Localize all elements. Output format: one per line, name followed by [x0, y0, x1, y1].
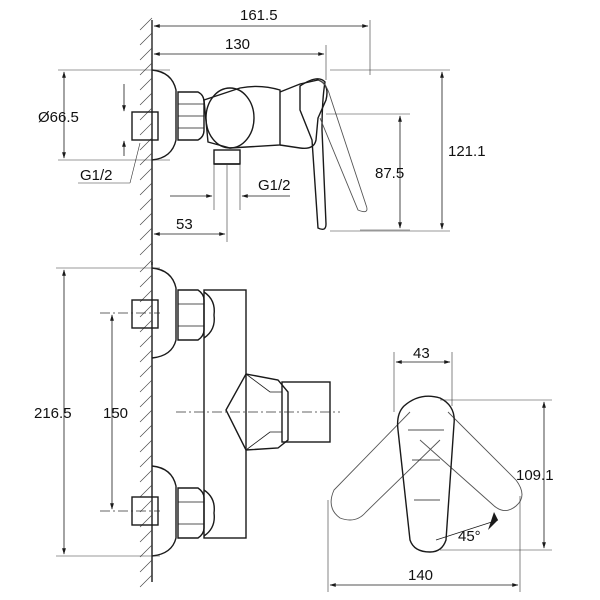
- dim-swing-width: 140: [408, 567, 433, 584]
- cartridge-front: [225, 373, 289, 451]
- dim-inlet-spacing: 150: [103, 405, 128, 422]
- dim-axis-offset: 53: [176, 216, 193, 233]
- wall-hatching-top: [139, 17, 153, 256]
- dim-width-top: 43: [413, 345, 430, 362]
- wall-hatching-front: [139, 259, 153, 588]
- dim-projection: 130: [225, 36, 250, 53]
- flange-upper: [151, 267, 177, 359]
- dim-total-height-top: 121.1: [448, 143, 486, 160]
- outlet-connector-top: [213, 149, 241, 165]
- nut-lower: [177, 487, 205, 539]
- mixer-body-front: [203, 289, 247, 539]
- handle-housing-top: [279, 79, 328, 150]
- inlet-pipe-top: [131, 111, 159, 141]
- dim-inlet-thread: G1/2: [80, 167, 113, 184]
- nut-upper: [177, 289, 205, 341]
- dim-swing-angle: 45°: [458, 528, 481, 545]
- dim-handle-height: 87.5: [375, 165, 404, 182]
- angle-leader: [435, 519, 499, 541]
- dim-outlet-thread: G1/2: [258, 177, 291, 194]
- dim-outer-diameter: Ø66.5: [38, 109, 79, 126]
- flange-lower: [151, 465, 177, 557]
- dim-overall-width: 161.5: [240, 7, 278, 24]
- dim-total-height-front: 216.5: [34, 405, 72, 422]
- lever-handle-top: [299, 78, 327, 231]
- front-view: 216.5 150: [34, 259, 340, 588]
- side-view: 161.5 130 Ø66.5 G1/2 G1/2 53 87.5: [38, 7, 486, 265]
- connection-nut-top: [177, 91, 205, 141]
- handle-view: 43 109.1 45° 140: [327, 345, 554, 592]
- lever-ghost-top: [317, 79, 368, 213]
- mixer-body-top: [203, 85, 281, 149]
- inlet-pipe-upper: [131, 299, 159, 329]
- wall-flange-top: [151, 69, 177, 161]
- handle-ghost-right: [419, 411, 523, 511]
- handle-ghost-left: [330, 411, 441, 521]
- dim-handle-length: 109.1: [516, 467, 554, 484]
- lever-handle-plan: [396, 395, 455, 553]
- cartridge-cap-top: [205, 87, 255, 149]
